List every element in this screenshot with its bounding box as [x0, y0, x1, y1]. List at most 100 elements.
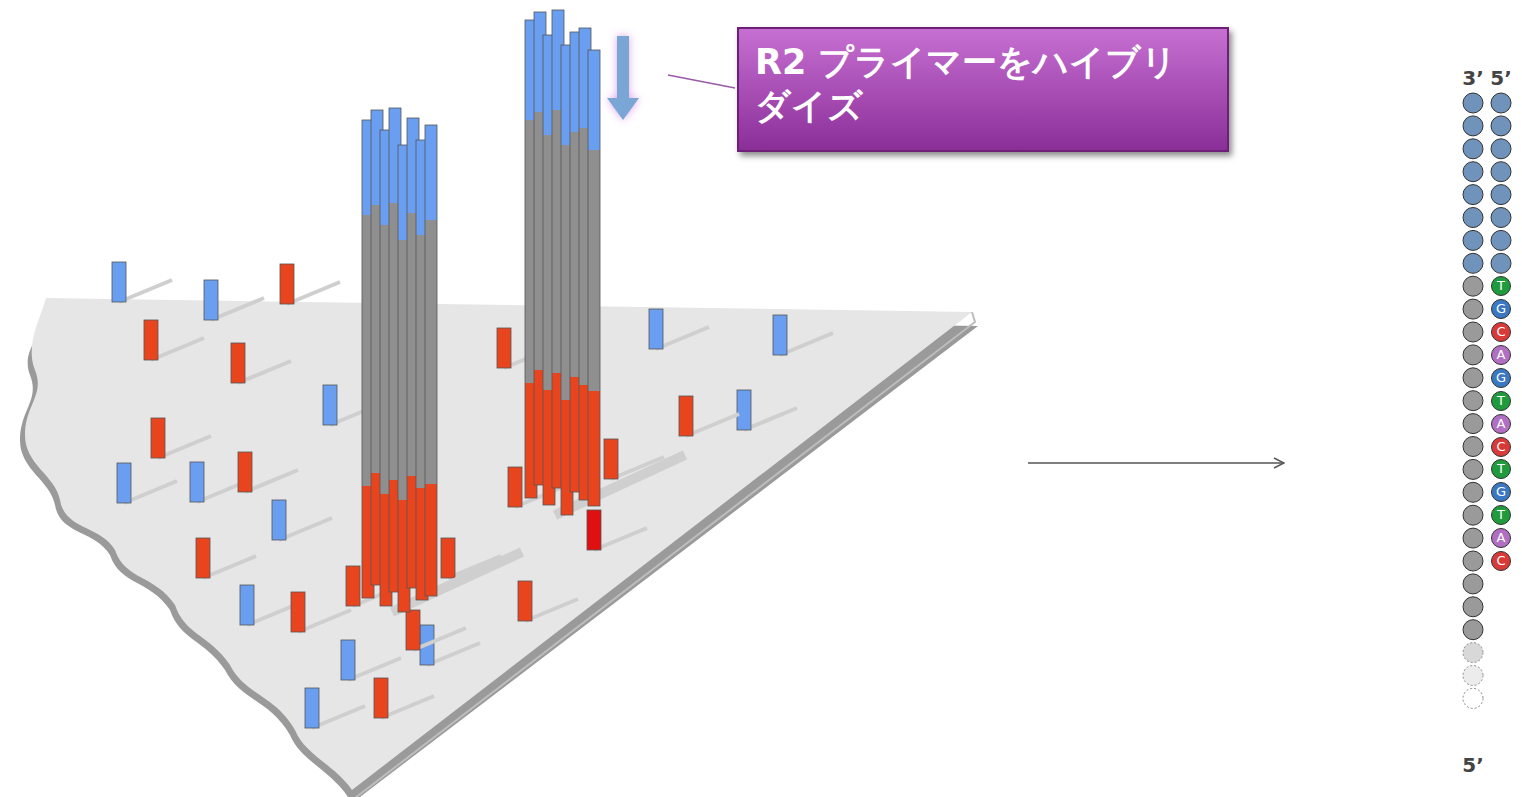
single-strand: [374, 678, 388, 718]
single-strand: [238, 452, 252, 492]
strand-shadow: [298, 610, 351, 632]
single-strand: [508, 467, 522, 507]
nucleotide: [1463, 620, 1483, 640]
nucleotide-pending: [1463, 688, 1483, 708]
nucleotide: [1463, 322, 1483, 342]
strand-shadow: [656, 327, 709, 349]
base-letter: G: [1491, 299, 1511, 319]
single-strand: [280, 264, 294, 304]
primer-nucleotide: [1491, 208, 1511, 228]
single-strand: [272, 500, 286, 540]
primer-nucleotide: [1491, 93, 1511, 113]
strand-shadow: [203, 556, 256, 578]
single-strand: [604, 439, 618, 479]
base-letter: A: [1491, 414, 1511, 434]
single-strand: [518, 581, 532, 621]
single-strand: [144, 320, 158, 360]
single-strand: [346, 566, 360, 606]
strand-shadow: [119, 280, 172, 302]
strand-shadow: [238, 361, 291, 383]
callout-text: R2 プライマーをハイブリダイズ: [755, 41, 1213, 129]
strand-shadow: [151, 338, 204, 360]
base-letter: A: [1491, 345, 1511, 365]
strand-shadow: [525, 599, 578, 621]
nucleotide: [1463, 139, 1483, 159]
strand-shadow: [211, 298, 264, 320]
nucleotide: [1463, 574, 1483, 594]
base-letter: C: [1491, 437, 1511, 457]
base-letter: G: [1491, 368, 1511, 388]
base-letter: C: [1491, 551, 1511, 571]
strand-shadow: [744, 408, 797, 430]
single-strand: [587, 510, 601, 550]
strand-shadow: [312, 706, 365, 728]
single-strand: [773, 315, 787, 355]
nucleotide: [1463, 505, 1483, 525]
primer-nucleotide: [1491, 185, 1511, 205]
single-strand: [441, 538, 455, 578]
base-letter: G: [1491, 482, 1511, 502]
nucleotide-pending: [1463, 643, 1483, 663]
nucleotide: [1463, 551, 1483, 571]
strand-shadow: [287, 282, 340, 304]
nucleotide: [1463, 116, 1483, 136]
strand-shadow: [158, 436, 211, 458]
single-strand: [406, 610, 420, 650]
process-arrow: [1028, 462, 1284, 464]
single-strand: [323, 385, 337, 425]
primer-arrow: [607, 36, 639, 120]
nucleotide: [1463, 482, 1483, 502]
base-letter: T: [1491, 391, 1511, 411]
nucleotide: [1463, 253, 1483, 273]
nucleotide: [1463, 230, 1483, 250]
nucleotide: [1463, 93, 1483, 113]
single-strand: [737, 390, 751, 430]
base-letter: A: [1491, 528, 1511, 548]
leader-line: [668, 75, 735, 88]
single-strand: [497, 328, 511, 368]
primer-nucleotide: [1491, 139, 1511, 159]
nucleotide: [1463, 414, 1483, 434]
single-strand: [151, 418, 165, 458]
nucleotide: [1463, 162, 1483, 182]
strand-shadow: [381, 696, 434, 718]
base-letter: T: [1491, 459, 1511, 479]
single-strand: [649, 309, 663, 349]
single-strand: [117, 463, 131, 503]
nucleotide: [1463, 528, 1483, 548]
nucleotide: [1463, 299, 1483, 319]
single-strand: [305, 688, 319, 728]
single-strand: [679, 396, 693, 436]
strand-end-label: 5’: [1490, 68, 1512, 88]
strand-shadow: [780, 333, 833, 355]
single-strand: [196, 538, 210, 578]
single-strand: [240, 585, 254, 625]
strand-shadow: [413, 628, 466, 650]
strand-end-label: 3’: [1462, 68, 1484, 88]
single-strand: [291, 592, 305, 632]
nucleotide: [1463, 185, 1483, 205]
callout-box: R2 プライマーをハイブリダイズ: [737, 27, 1229, 152]
primer-nucleotide: [1491, 162, 1511, 182]
nucleotide: [1463, 368, 1483, 388]
cluster-strand: [588, 50, 600, 506]
single-strand: [341, 640, 355, 680]
strand-shadow: [686, 414, 739, 436]
single-strand: [190, 462, 204, 502]
strand-end-label: 5’: [1462, 755, 1484, 775]
strand-shadow: [594, 528, 647, 550]
single-strand: [112, 262, 126, 302]
strand-shadow: [245, 470, 298, 492]
surface-edge: [355, 312, 975, 797]
nucleotide: [1463, 597, 1483, 617]
base-letter: T: [1491, 276, 1511, 296]
strand-shadow: [427, 643, 480, 665]
primer-nucleotide: [1491, 116, 1511, 136]
single-strand: [204, 280, 218, 320]
surface: [25, 298, 972, 790]
base-letter: C: [1491, 322, 1511, 342]
nucleotide: [1463, 345, 1483, 365]
single-strand: [231, 343, 245, 383]
strand-shadow: [124, 481, 177, 503]
